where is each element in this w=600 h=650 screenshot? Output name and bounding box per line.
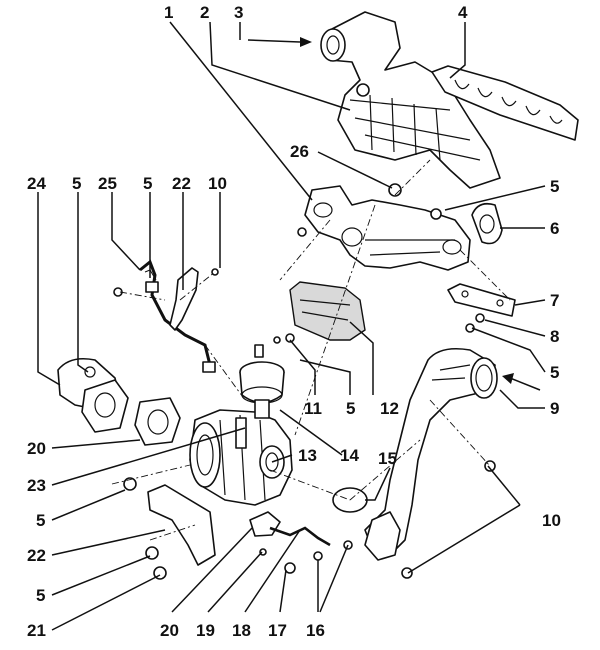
callout-26: 26 [290,142,309,161]
callout-1: 1 [164,3,174,22]
exhaust-manifold [304,183,471,271]
callout-10: 10 [208,174,227,193]
callout-17: 17 [268,621,287,640]
turbocharger [189,409,293,506]
support-bracket-lower [147,484,216,566]
wastegate-actuator [235,361,285,449]
callout-24: 24 [27,174,46,193]
intake-manifold-gasket [431,65,579,141]
callout-5: 5 [72,174,82,193]
heat-shield [289,281,366,341]
callout-10: 10 [542,511,561,530]
callout-8: 8 [550,327,560,346]
callout-12: 12 [380,399,399,418]
callout-22: 22 [172,174,191,193]
intake-manifold [320,11,501,189]
callout-14: 14 [340,446,359,465]
callout-16: 16 [306,621,325,640]
callout-15: 15 [378,449,397,468]
callout-19: 19 [196,621,215,640]
callout-20: 20 [160,621,179,640]
callout-5: 5 [550,177,560,196]
callout-5: 5 [36,511,46,530]
callout-9: 9 [550,399,560,418]
direction-arrows [247,37,541,391]
callout-11: 11 [304,399,322,418]
callout-13: 13 [298,446,317,465]
leader-lines [37,21,546,631]
oil-supply-line [139,259,216,373]
callout-4: 4 [458,3,468,22]
callout-25: 25 [98,174,117,193]
callout-3: 3 [234,3,244,22]
callout-21: 21 [27,621,46,640]
flange-gasket-upper [81,379,129,433]
callout-5: 5 [36,586,46,605]
callout-6: 6 [550,219,560,238]
callout-5: 5 [143,174,153,193]
heat-shield-bracket [447,283,516,317]
exhaust-flange-gasket [471,202,503,245]
oil-return-line [249,511,331,547]
support-bracket-upper [169,267,199,331]
charge-air-pipe [364,347,498,561]
assembly-axes [111,159,511,541]
callout-18: 18 [232,621,251,640]
callout-7: 7 [550,291,560,310]
callout-2: 2 [200,3,210,22]
callout-22: 22 [27,546,46,565]
flange-gasket-middle [134,397,181,446]
fasteners [113,208,496,580]
callout-20: 20 [27,439,46,458]
callout-23: 23 [27,476,46,495]
callout-5: 5 [346,399,356,418]
callout-5: 5 [550,363,560,382]
